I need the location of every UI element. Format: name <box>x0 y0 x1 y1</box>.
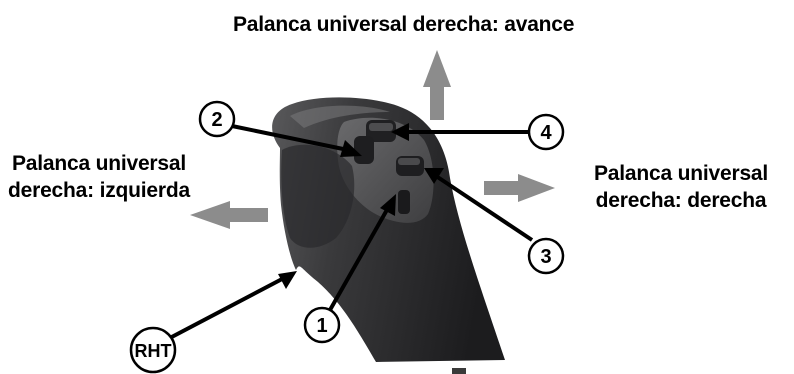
callout-rht-label: RHT <box>135 341 172 361</box>
callout-3: 3 <box>529 239 563 273</box>
callout-2: 2 <box>200 102 234 136</box>
direction-arrow-left <box>190 201 268 229</box>
direction-arrow-right <box>484 174 555 202</box>
label-left-line1: Palanca universal <box>8 150 190 177</box>
label-right: Palanca universal derecha: derecha <box>594 160 768 214</box>
label-left-line2: derecha: izquierda <box>8 177 190 204</box>
callout-3-label: 3 <box>540 246 551 268</box>
direction-arrow-forward <box>423 50 451 120</box>
label-right-line1: Palanca universal <box>594 160 768 187</box>
callout-4: 4 <box>529 115 563 149</box>
callout-2-label: 2 <box>211 109 222 131</box>
callout-4-label: 4 <box>540 122 552 144</box>
leader-rht <box>166 271 297 340</box>
label-right-line2: derecha: derecha <box>594 187 768 214</box>
label-forward: Palanca universal derecha: avance <box>233 11 574 38</box>
callout-1-label: 1 <box>316 315 327 337</box>
label-left: Palanca universal derecha: izquierda <box>8 150 190 204</box>
label-forward-text: Palanca universal derecha: avance <box>233 11 574 38</box>
callout-rht: RHT <box>131 328 175 372</box>
callout-1: 1 <box>305 308 339 342</box>
